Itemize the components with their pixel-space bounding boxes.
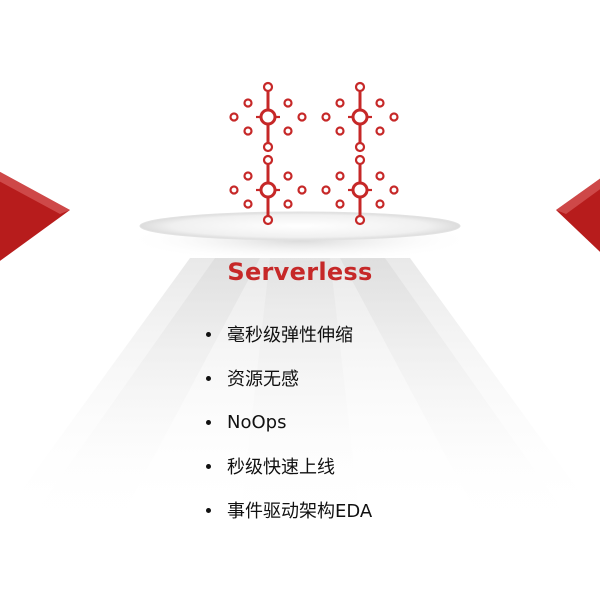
list-item-text: 事件驱动架构EDA [227,501,373,522]
bullet-dot-icon [206,331,211,337]
slide-title: Serverless [227,258,373,286]
list-item: 资源无感 [206,356,372,400]
list-item-text: 毫秒级弹性伸缩 [227,325,353,346]
list-item-text: 资源无感 [227,369,299,390]
list-item: NoOps [206,400,372,444]
platform [139,211,461,241]
left-diamond-shape [0,171,70,261]
list-item: 秒级快速上线 [206,444,372,488]
bullet-dot-icon [206,419,211,425]
light-beam-center [240,258,360,520]
light-beam-left [30,258,260,520]
list-item: 事件驱动架构EDA [206,488,372,532]
feature-list: 毫秒级弹性伸缩 资源无感 NoOps 秒级快速上线 事件驱动架构EDA [206,312,372,532]
serverless-nodes-icon [229,81,399,226]
right-diamond-shape [556,178,600,252]
light-beam-right [340,258,570,520]
list-item-text: 秒级快速上线 [227,457,335,478]
bullet-dot-icon [206,463,211,469]
list-item: 毫秒级弹性伸缩 [206,312,372,356]
bullet-dot-icon [206,507,211,513]
bullet-dot-icon [206,375,211,381]
list-item-text: NoOps [227,411,287,433]
